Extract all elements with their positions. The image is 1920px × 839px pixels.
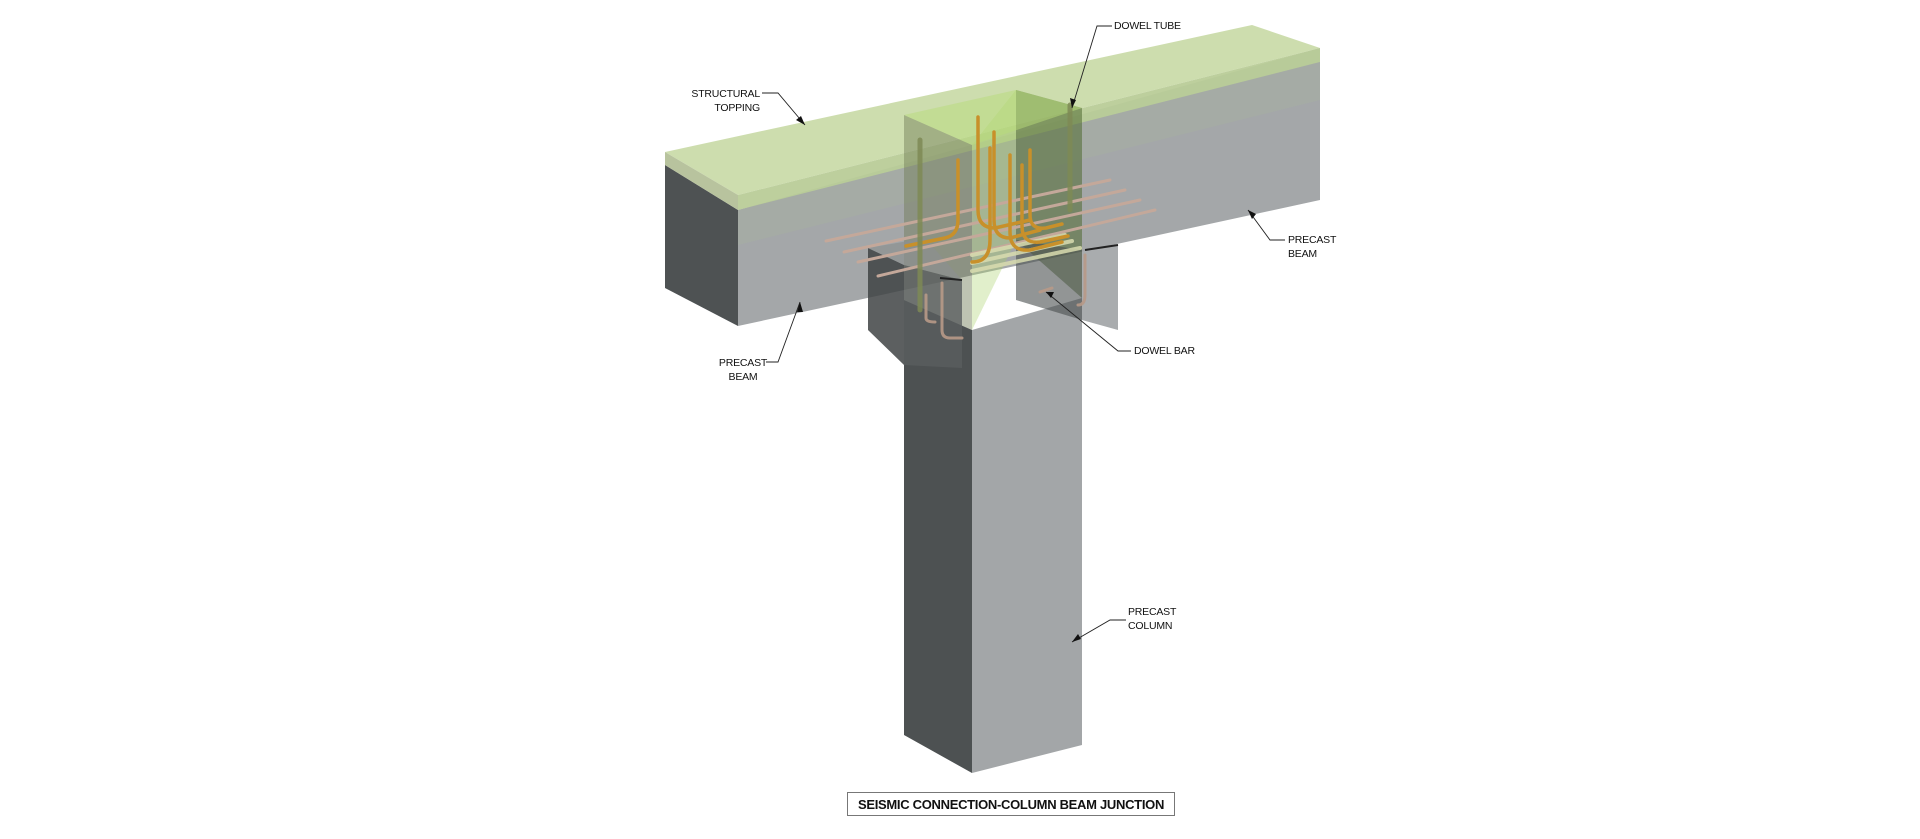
leader-arrowheads	[796, 98, 1256, 642]
precast-column	[904, 298, 1082, 773]
label-line: DOWEL BAR	[1134, 345, 1195, 357]
label-line: PRECAST	[1128, 606, 1177, 618]
label-line: BEAM	[728, 371, 758, 383]
label-line: COLUMN	[1128, 620, 1173, 632]
label-line: PRECAST	[718, 357, 768, 369]
label-line: TOPPING	[714, 102, 760, 114]
label-line: DOWEL TUBE	[1114, 20, 1181, 32]
label-dowel-tube: DOWEL TUBE	[1114, 19, 1181, 33]
dowel-bars	[904, 115, 1070, 264]
longitudinal-rebars	[824, 178, 1157, 278]
drawing-title: SEISMIC CONNECTION-COLUMN BEAM JUNCTION	[847, 792, 1175, 816]
corbel-left	[868, 238, 963, 368]
label-dowel-bar: DOWEL BAR	[1134, 344, 1195, 358]
label-structural-topping: STRUCTURAL TOPPING	[690, 87, 760, 115]
label-line: STRUCTURAL	[691, 88, 760, 100]
corbel-bars	[924, 253, 1087, 340]
label-line: PRECAST	[1288, 234, 1337, 246]
label-precast-beam-left: PRECAST BEAM	[718, 356, 768, 384]
dowel-tubes	[917, 102, 1073, 313]
label-precast-column: PRECAST COLUMN	[1128, 605, 1176, 633]
label-precast-beam-right: PRECAST BEAM	[1288, 233, 1336, 261]
label-line: BEAM	[1288, 248, 1317, 260]
leader-lines	[762, 25, 1285, 643]
